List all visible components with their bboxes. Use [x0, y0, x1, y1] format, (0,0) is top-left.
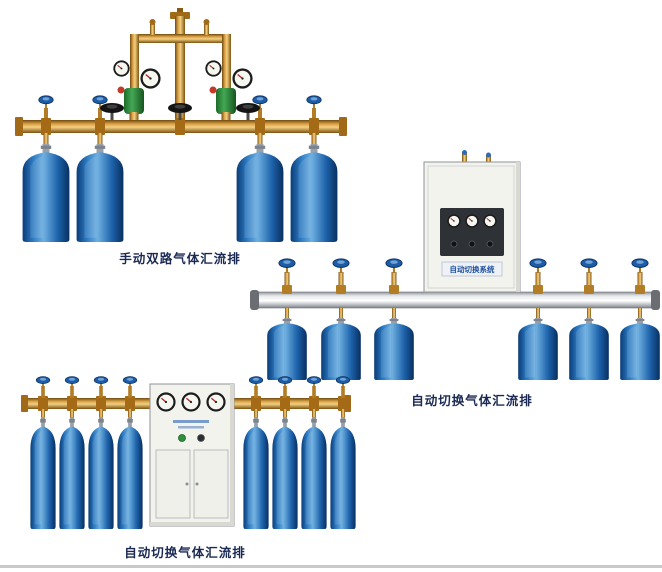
pressure-gauge-icon: [205, 60, 222, 77]
cylinder-station: [330, 376, 356, 529]
cylinder-shutoff-valves: [38, 95, 322, 120]
control-cabinet: [149, 383, 235, 527]
valve-handwheel-icon: [248, 376, 264, 388]
gas-cylinder: [22, 144, 70, 242]
pressure-gauge-icon: [483, 214, 497, 228]
control-knob: [450, 240, 458, 248]
indicator-button: [197, 434, 205, 442]
manual-dual-manifold-illustration: [15, 8, 347, 242]
control-knob: [468, 240, 476, 248]
control-knob: [486, 240, 494, 248]
pressure-gauge-icon: [156, 392, 176, 412]
label-line: [173, 420, 209, 423]
cabinet-door: [155, 449, 191, 519]
pressure-gauge-icon: [140, 68, 161, 89]
pressure-gauge-icon: [465, 214, 479, 228]
valve-handwheel-black-icon: [236, 103, 260, 120]
valve-handwheel-icon: [64, 376, 80, 388]
valve-handwheel-icon: [335, 376, 351, 388]
regulator-knob: [209, 86, 217, 94]
control-cabinet: 自动切换系统: [423, 150, 521, 293]
cylinder-station: [30, 376, 56, 529]
valve-handwheel-icon: [93, 376, 109, 388]
product-manual-dual-manifold: 手动双路气体汇流排: [8, 8, 353, 270]
pipe-port: [149, 19, 156, 25]
gas-cylinder: [620, 318, 660, 380]
gas-cylinder: [117, 417, 143, 529]
regulator-assembly: [113, 8, 253, 122]
gas-cylinder: [243, 417, 269, 529]
product-auto-switch-wall: 自动切换系统 自动切换气体汇流排: [248, 150, 662, 408]
door-handle: [185, 482, 189, 486]
valve-handwheel-icon: [35, 376, 51, 388]
pipe-port: [203, 19, 210, 25]
gas-cylinder: [30, 417, 56, 529]
cylinder-station: [267, 258, 307, 380]
cylinder-station: [569, 258, 609, 380]
gas-cylinder: [518, 318, 558, 380]
label-line: [178, 426, 204, 429]
cylinder-station: [243, 376, 269, 529]
valve-handwheel-icon: [332, 258, 350, 273]
pressure-regulator-left: [113, 34, 161, 122]
pressure-gauge-icon: [232, 68, 253, 89]
gas-cylinder: [76, 144, 124, 242]
cylinder-station: [59, 376, 85, 529]
cylinder-station: [301, 376, 327, 529]
valve-handwheel-icon: [122, 376, 138, 388]
cylinder-station: [272, 376, 298, 529]
auto-switch-floor-illustration: [21, 376, 356, 529]
valve-handwheel-icon: [38, 95, 54, 109]
cylinder-station: [518, 258, 558, 380]
name-plate: [441, 261, 503, 277]
gas-cylinder: [301, 417, 327, 529]
pressure-gauge-icon: [113, 60, 130, 77]
indicator-button: [178, 434, 186, 442]
cylinder-station: [321, 258, 361, 380]
cylinder-station: [374, 258, 414, 380]
pressure-regulator-right: [205, 34, 253, 122]
cylinder-station: [117, 376, 143, 529]
product-caption: 自动切换气体汇流排: [411, 394, 533, 408]
page-bottom-border: [0, 565, 662, 568]
product-caption: 自动切换气体汇流排: [124, 546, 246, 560]
manifold-rail: [250, 290, 660, 310]
gas-cylinder: [321, 318, 361, 380]
valve-handwheel-black-icon: [168, 103, 192, 120]
pressure-gauge-icon: [206, 392, 226, 412]
cylinder-station: [620, 258, 660, 380]
gas-cylinder: [272, 417, 298, 529]
regulator-knob: [117, 86, 125, 94]
valve-handwheel-black-icon: [100, 103, 124, 120]
valve-handwheel-icon: [277, 376, 293, 388]
mini-valve: [462, 150, 467, 155]
gas-cylinder: [88, 417, 114, 529]
valve-handwheel-icon: [385, 258, 403, 273]
gas-cylinder: [59, 417, 85, 529]
cabinet-door: [193, 449, 229, 519]
pressure-gauge-icon: [447, 214, 461, 228]
valve-handwheel-icon: [631, 258, 649, 273]
product-auto-switch-floor: 自动切换气体汇流排: [10, 376, 362, 568]
pressure-gauge-icon: [181, 392, 201, 412]
cylinder-bank: [22, 133, 338, 242]
valve-handwheel-icon: [529, 258, 547, 273]
gas-cylinder: [330, 417, 356, 529]
manifold-pipe: [15, 117, 347, 136]
valve-handwheel-icon: [580, 258, 598, 273]
cylinder-station: [88, 376, 114, 529]
valve-handwheel-icon: [306, 376, 322, 388]
cabinet-plate-text: 自动切换系统: [450, 264, 495, 274]
gas-cylinder: [569, 318, 609, 380]
valve-handwheel-icon: [306, 95, 322, 109]
product-caption: 手动双路气体汇流排: [119, 252, 241, 266]
auto-switch-wall-illustration: 自动切换系统: [250, 150, 660, 380]
gas-cylinder: [374, 318, 414, 380]
gas-cylinder: [267, 318, 307, 380]
valve-handwheel-icon: [278, 258, 296, 273]
door-handle: [195, 482, 199, 486]
mini-valve: [486, 152, 491, 158]
